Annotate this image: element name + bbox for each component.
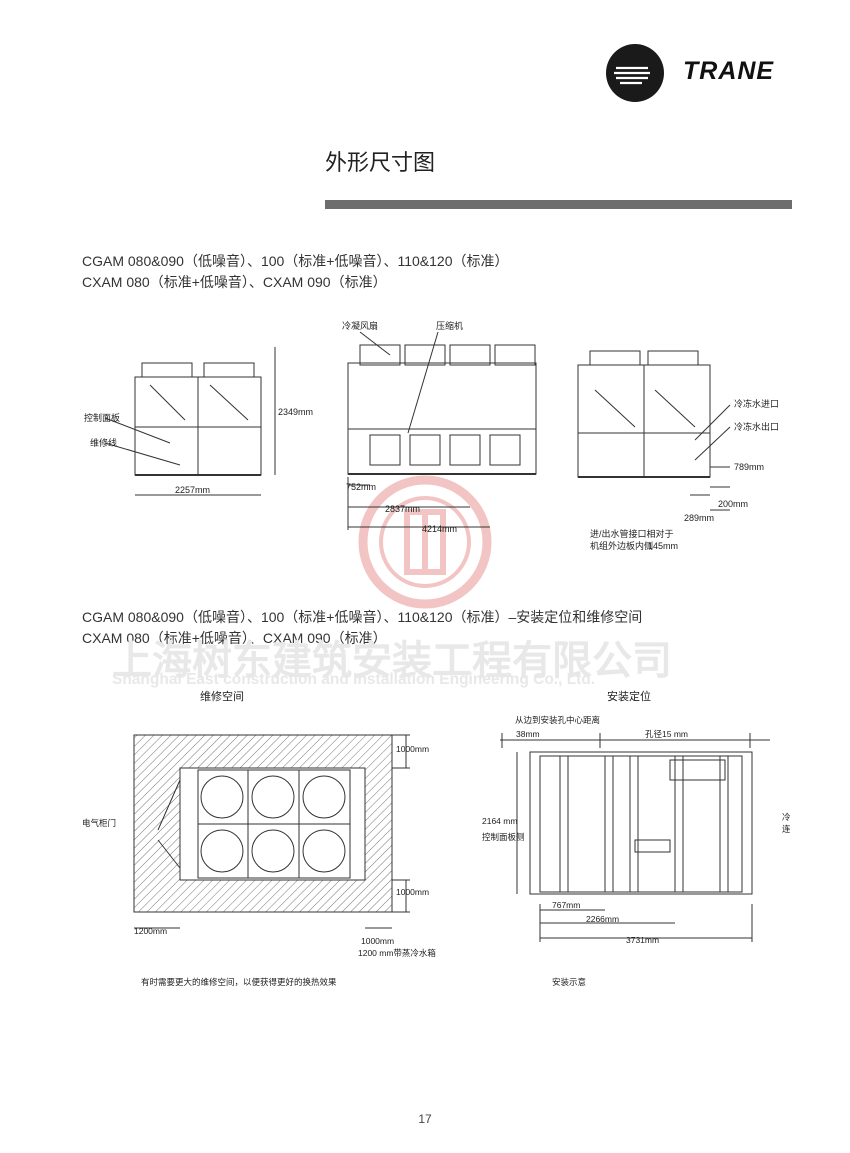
installation-note: 安装示意 xyxy=(552,977,586,987)
label-fan: 冷凝风扇 xyxy=(342,320,378,331)
section2-models-line2: CXAM 080（标准+低噪音）、CXAM 090（标准） xyxy=(82,630,387,646)
page-title: 外形尺寸图 xyxy=(325,150,436,175)
service-space-title: 维修空间 xyxy=(200,691,244,703)
dim-clear-top: 1000mm xyxy=(396,744,429,754)
unit-front-view xyxy=(104,347,276,496)
dim-clear-bottom: 1000mm xyxy=(361,936,394,946)
watermark-company-en: Shanghai East construction and Installat… xyxy=(112,671,596,688)
unit-side-view xyxy=(347,331,537,530)
label-control-panel-side: 控制面板侧 xyxy=(482,832,525,842)
dim-2837: 2837mm xyxy=(385,504,420,514)
installation-title: 安装定位 xyxy=(607,691,651,703)
label-water-note-2: 机组外边板内侧 xyxy=(590,540,653,551)
label-water-inlet: 冷冻水进口 xyxy=(734,398,779,409)
page-number: 17 xyxy=(418,1112,432,1126)
dim-145: 145mm xyxy=(648,541,678,551)
trane-logo-mark xyxy=(606,44,664,102)
section2-models-line1: CGAM 080&090（低噪音）、100（标准+低噪音）、110&120（标准… xyxy=(82,609,643,625)
dimension-drawing-bottom: 电气柜门 1000mm 1000mm 1200mm 1000mm 1200 mm… xyxy=(82,715,790,987)
dim-4214: 4214mm xyxy=(422,524,457,534)
dim-2164: 2164 mm xyxy=(482,816,517,826)
label-water-outlet: 冷冻水出口 xyxy=(734,421,779,432)
dim-767: 767mm xyxy=(552,900,580,910)
dim-clear-left: 1200mm xyxy=(134,926,167,936)
label-water-side-1: 冷冻水管 xyxy=(782,812,790,822)
label-service-line: 维修线 xyxy=(90,437,117,448)
dim-289: 289mm xyxy=(684,513,714,523)
dim-clear-bottom-tank: 1200 mm带蒸冷水箱 xyxy=(358,948,436,958)
label-water-note-1: 进/出水管接口相对于 xyxy=(590,528,674,539)
dim-height: 2349mm xyxy=(278,407,313,417)
dim-789: 789mm xyxy=(734,462,764,472)
installation-diagram: 从边到安装孔中心距离 38mm 孔径15 mm 2164 mm 控制面板侧 冷冻… xyxy=(482,715,790,987)
service-space-diagram: 电气柜门 1000mm 1000mm 1200mm 1000mm 1200 mm… xyxy=(82,734,436,987)
label-water-side-2: 连接侧 xyxy=(782,824,790,834)
label-hole-distance: 从边到安装孔中心距离 xyxy=(515,715,600,725)
label-hole-diameter: 孔径15 mm xyxy=(645,729,688,739)
title-underline xyxy=(325,200,792,209)
service-space-note: 有时需要更大的维修空间，以便获得更好的换热效果 xyxy=(141,977,337,987)
label-compressor: 压缩机 xyxy=(436,320,463,331)
dim-3731: 3731mm xyxy=(626,935,659,945)
dim-width: 2257mm xyxy=(175,485,210,495)
watermark-seal-icon xyxy=(358,475,492,609)
label-control-panel: 控制面板 xyxy=(84,412,120,423)
label-electrical-door: 电气柜门 xyxy=(82,818,116,828)
section1-models-line1: CGAM 080&090（低噪音）、100（标准+低噪音）、110&120（标准… xyxy=(82,253,509,269)
dim-752: 752mm xyxy=(346,482,376,492)
dimension-drawing-top: 控制面板 维修线 2349mm 2257mm 冷凝风扇 压缩机 752mm 28… xyxy=(84,320,779,551)
dim-clear-right: 1000mm xyxy=(396,887,429,897)
dim-38: 38mm xyxy=(516,729,540,739)
brand-name: TRANE xyxy=(683,57,775,85)
trane-swoosh-icon xyxy=(614,66,650,85)
dim-200: 200mm xyxy=(718,499,748,509)
unit-end-view xyxy=(577,350,731,511)
watermark-company-cn: 上海树东建筑安装工程有限公司 xyxy=(112,639,672,683)
dim-2266: 2266mm xyxy=(586,914,619,924)
section1-models-line2: CXAM 080（标准+低噪音）、CXAM 090（标准） xyxy=(82,274,387,290)
